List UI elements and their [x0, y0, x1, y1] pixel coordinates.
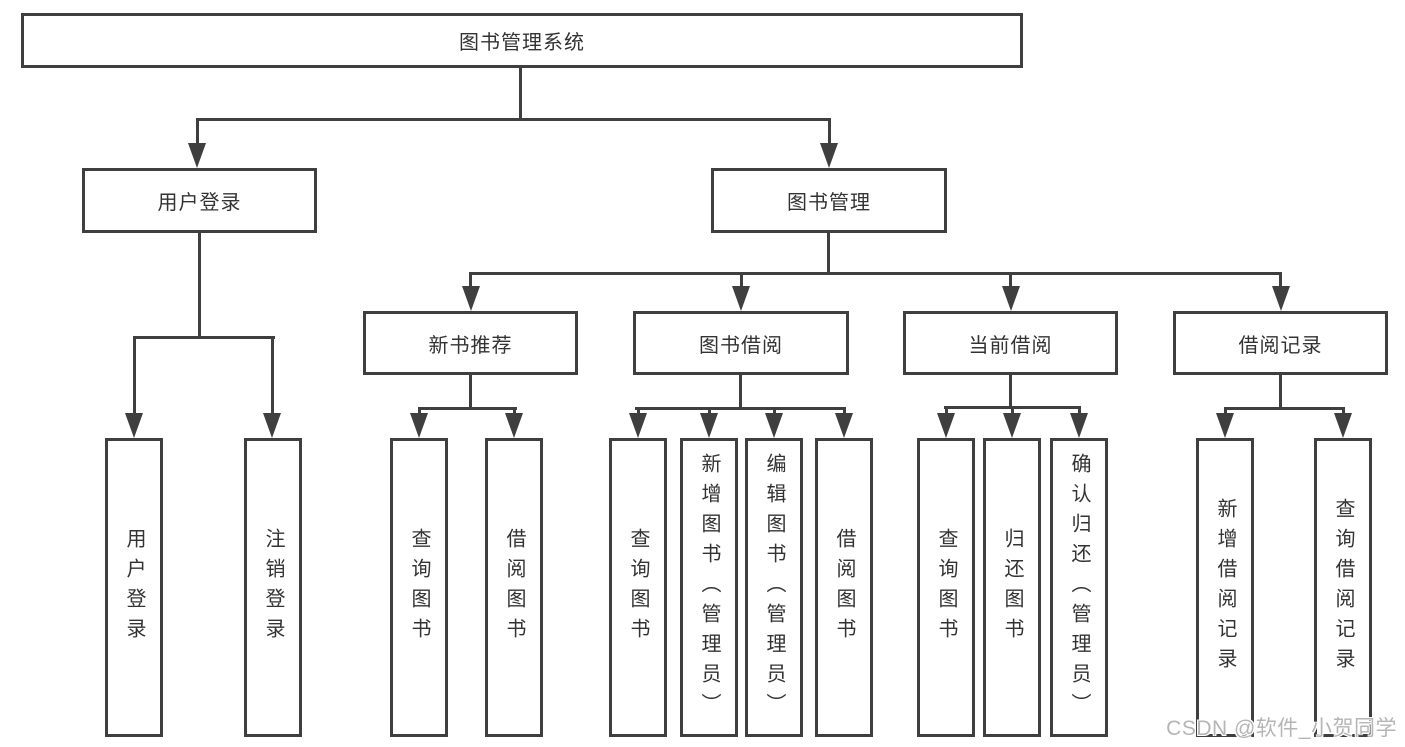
connector-book-mgmt-drop — [1279, 272, 1282, 289]
arrow-down-icon — [1272, 286, 1290, 311]
leaf-label: 确认归还（管理员） — [1068, 452, 1090, 723]
connector-borrow-drop — [843, 407, 846, 416]
connector-current-drop — [1078, 406, 1081, 416]
connector-user-login-stem — [198, 233, 201, 336]
node-borrow-records-label: 借阅记录 — [1238, 334, 1323, 357]
arrow-down-icon — [820, 143, 838, 168]
arrow-down-icon — [263, 413, 281, 438]
arrow-down-icon — [505, 413, 523, 438]
connector-current-drop — [945, 406, 948, 416]
leaf-label: 用户登录 — [123, 527, 145, 648]
leaf-add-borrow-record: 新增借阅记录 — [1196, 438, 1254, 737]
leaf-label: 注销登录 — [262, 527, 284, 648]
arrow-down-icon — [835, 413, 853, 438]
node-book-management: 图书管理 — [711, 168, 947, 233]
leaf-label: 编辑图书（管理员） — [763, 452, 785, 723]
arrow-down-icon — [1334, 413, 1352, 438]
node-book-borrow-label: 图书借阅 — [699, 334, 783, 357]
csdn-watermark: CSDN @软件_小贺同学 — [1166, 717, 1397, 740]
leaf-borrow-books-recommend: 借阅图书 — [485, 438, 543, 737]
connector-book-mgmt-drop — [469, 272, 472, 289]
node-user-login-label: 用户登录 — [157, 192, 242, 214]
arrow-down-icon — [765, 413, 783, 438]
connector-book-mgmt-drop — [1009, 272, 1012, 289]
leaf-label: 查询图书 — [408, 527, 430, 648]
leaf-label: 新增借阅记录 — [1214, 497, 1236, 678]
leaf-label: 归还图书 — [1001, 527, 1023, 648]
connector-book-mgmt-bar — [469, 272, 1282, 275]
connector-recommend-bar — [418, 407, 517, 410]
connector-user-login-drop — [133, 336, 136, 416]
node-user-login: 用户登录 — [82, 168, 317, 233]
connector-book-mgmt-stem — [827, 233, 830, 272]
arrow-down-icon — [1070, 413, 1088, 438]
node-new-book-recommend: 新书推荐 — [363, 311, 578, 375]
arrow-down-icon — [732, 286, 750, 311]
leaf-label: 查询图书 — [935, 527, 957, 648]
leaf-query-books-current: 查询图书 — [917, 438, 975, 737]
leaf-borrow-books: 借阅图书 — [815, 438, 873, 737]
node-book-management-label: 图书管理 — [787, 192, 871, 214]
leaf-query-books-borrow: 查询图书 — [609, 438, 667, 737]
arrow-down-icon — [629, 413, 647, 438]
connector-borrow-drop — [708, 407, 711, 416]
connector-root-drop-left — [196, 118, 199, 146]
node-book-borrow: 图书借阅 — [633, 311, 849, 375]
arrow-down-icon — [125, 413, 143, 438]
connector-recommend-drop — [418, 407, 421, 416]
leaf-add-books-admin: 新增图书（管理员） — [680, 438, 738, 737]
connector-user-login-drop — [271, 336, 274, 416]
arrow-down-icon — [1216, 413, 1234, 438]
connector-borrow-bar — [635, 407, 846, 410]
leaf-label: 借阅图书 — [833, 527, 855, 648]
leaf-query-books-recommend: 查询图书 — [390, 438, 448, 737]
connector-root-bar — [196, 118, 831, 121]
arrow-down-icon — [462, 286, 480, 311]
leaf-edit-books-admin: 编辑图书（管理员） — [745, 438, 803, 737]
leaf-query-borrow-record: 查询借阅记录 — [1314, 438, 1372, 737]
node-root-label: 图书管理系统 — [459, 32, 585, 54]
connector-records-drop — [1342, 407, 1345, 416]
connector-user-login-bar — [133, 336, 275, 339]
node-root: 图书管理系统 — [21, 13, 1023, 68]
node-current-borrow-label: 当前借阅 — [968, 334, 1053, 357]
leaf-label: 查询图书 — [627, 527, 649, 648]
connector-recommend-stem — [469, 375, 472, 407]
connector-recommend-drop — [513, 407, 516, 416]
connector-root-stem — [519, 68, 522, 118]
leaf-user-login: 用户登录 — [105, 438, 163, 737]
arrow-down-icon — [410, 413, 428, 438]
arrow-down-icon — [700, 413, 718, 438]
leaf-label: 查询借阅记录 — [1332, 497, 1354, 678]
leaf-logout: 注销登录 — [244, 438, 302, 737]
connector-records-drop — [1224, 407, 1227, 416]
connector-borrow-stem — [739, 375, 742, 407]
connector-current-stem — [1009, 375, 1012, 406]
connector-root-drop-right — [828, 118, 831, 146]
arrow-down-icon — [188, 143, 206, 168]
connector-records-bar — [1224, 407, 1345, 410]
arrow-down-icon — [1003, 413, 1021, 438]
connector-records-stem — [1279, 375, 1282, 407]
connector-borrow-drop — [773, 407, 776, 416]
leaf-label: 借阅图书 — [503, 527, 525, 648]
node-current-borrow: 当前借阅 — [903, 311, 1118, 375]
leaf-return-books: 归还图书 — [983, 438, 1041, 737]
node-borrow-records: 借阅记录 — [1173, 311, 1388, 375]
arrow-down-icon — [1002, 286, 1020, 311]
node-new-book-recommend-label: 新书推荐 — [428, 334, 513, 357]
connector-book-mgmt-drop — [740, 272, 743, 289]
leaf-confirm-return-admin: 确认归还（管理员） — [1050, 438, 1108, 737]
connector-borrow-drop — [637, 407, 640, 416]
arrow-down-icon — [937, 413, 955, 438]
connector-current-drop — [1011, 406, 1014, 416]
leaf-label: 新增图书（管理员） — [698, 452, 720, 723]
